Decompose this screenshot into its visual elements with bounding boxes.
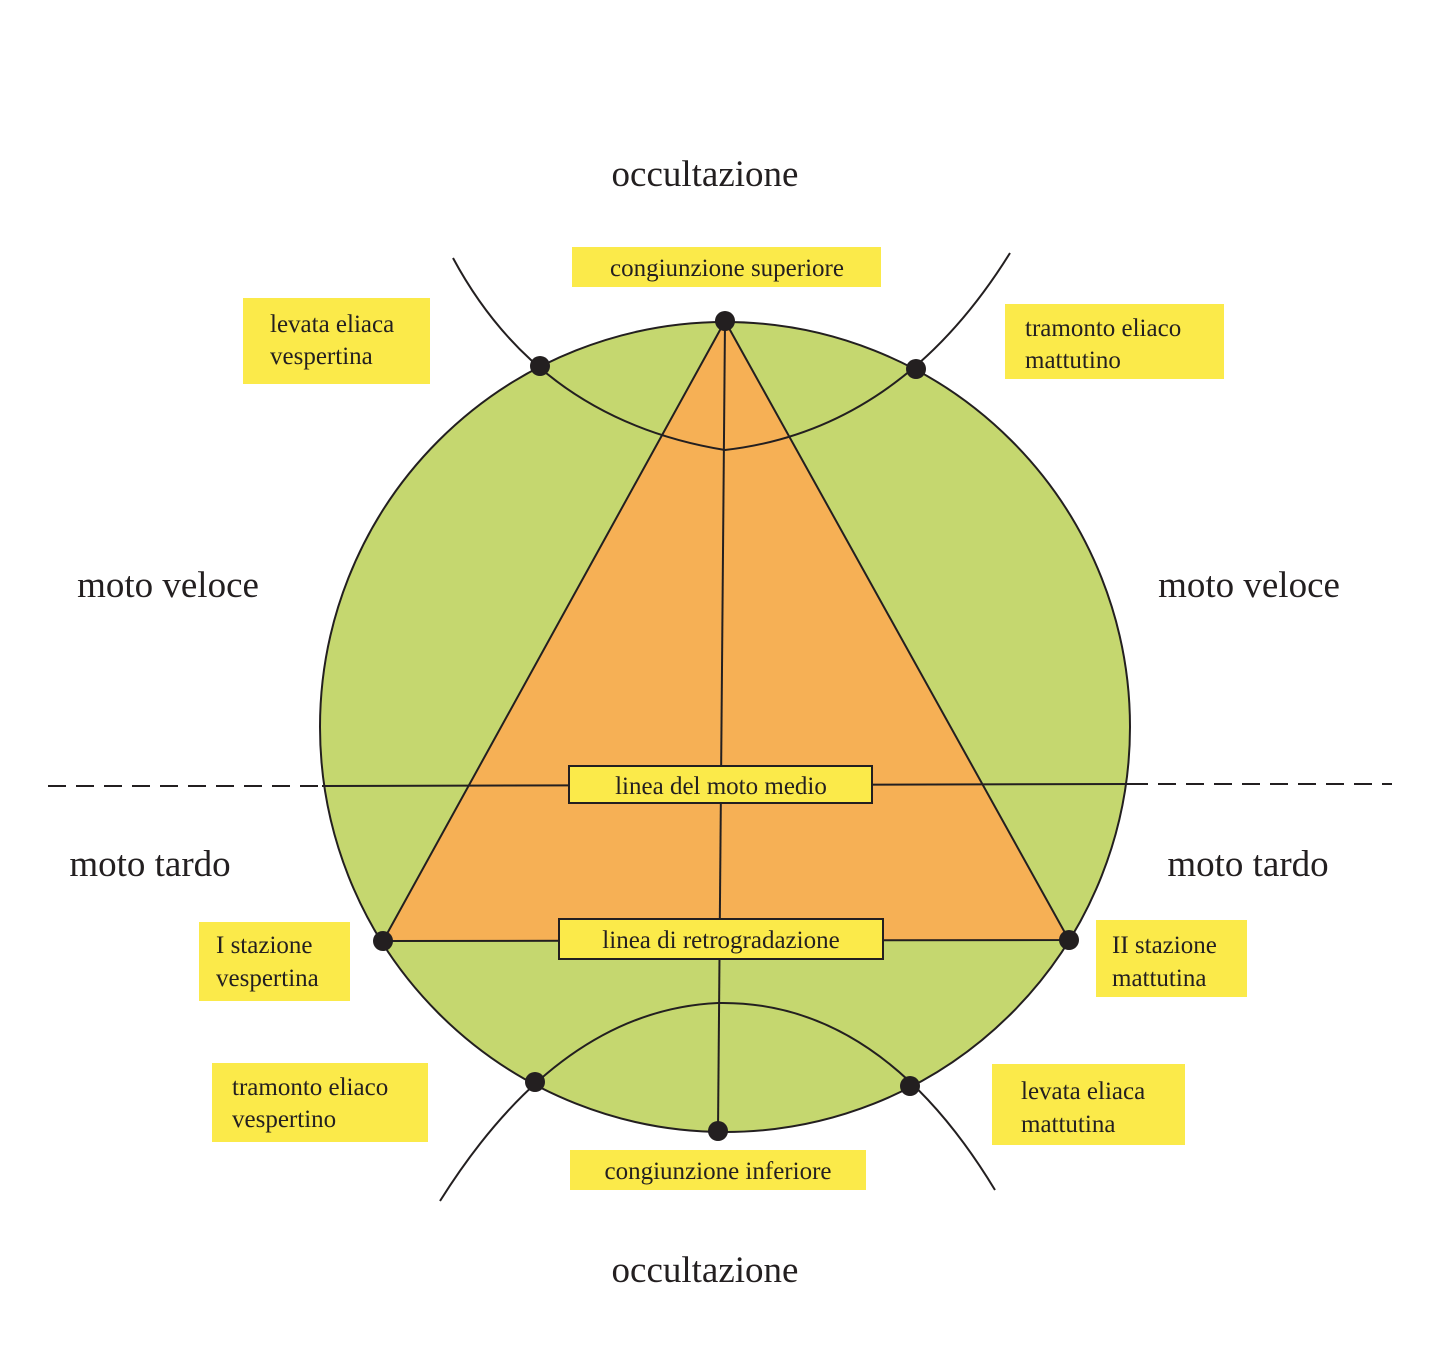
dot-levata-eliaca-mattutina: [900, 1076, 920, 1096]
label-tramonto-eliaco-mattutino-1: tramonto eliaco: [1025, 315, 1181, 342]
dot-tramonto-eliaco-vespertino: [525, 1072, 545, 1092]
label-tramonto-eliaco-vespertino-1: tramonto eliaco: [232, 1074, 388, 1101]
label-moto-veloce-right: moto veloce: [1158, 565, 1340, 606]
label-i-stazione-2: vespertina: [216, 965, 319, 992]
dot-ii-stazione: [1059, 930, 1079, 950]
box-i-stazione-vespertina: [199, 922, 350, 1001]
dot-congiunzione-inferiore: [708, 1121, 728, 1141]
label-levata-eliaca-vespertina-2: vespertina: [270, 343, 373, 370]
box-ii-stazione-mattutina: [1096, 920, 1247, 997]
label-levata-eliaca-mattutina-1: levata eliaca: [1021, 1078, 1145, 1105]
label-moto-tardo-left: moto tardo: [69, 844, 230, 885]
label-ii-stazione-1: II stazione: [1112, 932, 1217, 959]
label-tramonto-eliaco-mattutino-2: mattutino: [1025, 347, 1121, 374]
dot-tramonto-eliaco-mattutino: [906, 359, 926, 379]
box-congiunzione-inferiore: [570, 1150, 866, 1190]
label-i-stazione-1: I stazione: [216, 932, 312, 959]
label-linea-retrogradazione: linea di retrogradazione: [602, 927, 839, 954]
dot-congiunzione-superiore: [715, 311, 735, 331]
label-levata-eliaca-vespertina-1: levata eliaca: [270, 311, 394, 338]
upper-arc: [452, 252, 1011, 452]
label-congiunzione-superiore: congiunzione superiore: [610, 255, 844, 282]
box-levata-eliaca-mattutina: [992, 1064, 1185, 1145]
label-ii-stazione-2: mattutina: [1112, 965, 1206, 992]
label-tramonto-eliaco-vespertino-2: vespertino: [232, 1106, 336, 1133]
label-moto-veloce-left: moto veloce: [77, 565, 259, 606]
box-tramonto-eliaco-mattutino: [1005, 304, 1224, 379]
label-linea-moto-medio: linea del moto medio: [615, 773, 827, 800]
box-linea-moto-medio: [568, 765, 873, 804]
label-occultazione-top: occultazione: [612, 154, 799, 195]
label-occultazione-bottom: occultazione: [612, 1250, 799, 1291]
vertical-axis: [717, 320, 726, 1132]
box-linea-retrogradazione: [558, 918, 884, 960]
label-congiunzione-inferiore: congiunzione inferiore: [605, 1158, 832, 1185]
dot-levata-eliaca-vespertina: [530, 356, 550, 376]
label-levata-eliaca-mattutina-2: mattutina: [1021, 1111, 1115, 1138]
dot-i-stazione: [373, 931, 393, 951]
label-moto-tardo-right: moto tardo: [1167, 844, 1328, 885]
box-levata-eliaca-vespertina: [243, 298, 430, 384]
box-tramonto-eliaco-vespertino: [212, 1063, 428, 1142]
box-congiunzione-superiore: [572, 247, 881, 287]
